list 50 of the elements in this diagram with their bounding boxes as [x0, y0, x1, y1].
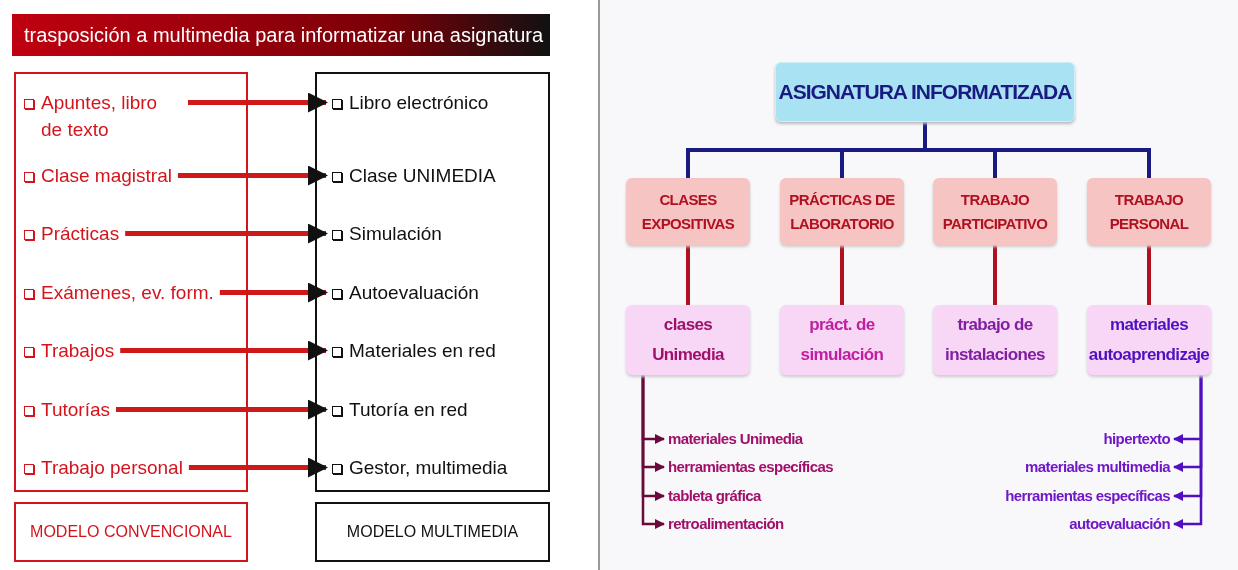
list-item-text: Simulación — [349, 222, 442, 246]
connector-line — [686, 245, 690, 305]
category-box: CLASES EXPOSITIVAS — [626, 178, 750, 245]
list-item-text: Exámenes, ev. form. — [41, 281, 214, 305]
category-box: TRABAJO PERSONAL — [1087, 178, 1211, 245]
list-item-text: Clase UNIMEDIA — [349, 164, 496, 188]
connector-line — [993, 245, 997, 305]
arrow — [188, 457, 328, 478]
connector-line — [923, 122, 1151, 178]
arrow — [641, 375, 665, 529]
subcategory-box: clases Unimedia — [626, 305, 750, 375]
arrow — [120, 340, 328, 361]
category-box: TRABAJO PARTICIPATIVO — [933, 178, 1057, 245]
arrow — [219, 282, 328, 303]
list-item-text: Libro electrónico — [349, 91, 489, 115]
list-item-text: Materiales en red — [349, 339, 496, 363]
list-item-text: Trabajos — [41, 339, 115, 363]
list-item: tableta gráfica — [668, 484, 761, 508]
category-box: PRÁCTICAS DE LABORATORIO — [780, 178, 904, 245]
list-item-text: Trabajo personal — [41, 456, 183, 480]
connector-line — [1147, 245, 1151, 305]
title-banner: trasposición a multimedia para informatizar una asignatura — [12, 14, 550, 56]
list-item: autoevaluación — [1069, 512, 1170, 536]
list-item-text: Gestor, multimedia — [349, 456, 508, 480]
list-frame — [315, 72, 550, 492]
list-item: herramientas específicas — [668, 455, 833, 479]
list-item-text: Autoevaluación — [349, 281, 479, 305]
list-item: retroalimentación — [668, 512, 784, 536]
list-frame — [14, 72, 248, 492]
list-item-text: Tutoría en red — [349, 398, 468, 422]
connector-line — [840, 245, 844, 305]
subcategory-box: trabajo de instalaciones — [933, 305, 1057, 375]
list-item-text: Clase magistral — [41, 164, 172, 188]
model-label-box: MODELO CONVENCIONAL — [14, 502, 248, 562]
arrow — [188, 92, 328, 113]
arrow — [1173, 375, 1203, 529]
model-label-box: MODELO MULTIMEDIA — [315, 502, 550, 562]
list-item: materiales multimedia — [1025, 455, 1170, 479]
list-item: herramientas específicas — [1005, 484, 1170, 508]
list-item: materiales Unimedia — [668, 427, 803, 451]
subcategory-box: materiales autoaprendizaje — [1087, 305, 1211, 375]
arrow — [125, 223, 328, 244]
subcategory-box: práct. de simulación — [780, 305, 904, 375]
arrow — [177, 165, 328, 186]
root-box: ASIGNATURA INFORMATIZADA — [775, 62, 1075, 122]
list-item-text: Tutorías — [41, 398, 110, 422]
arrow — [116, 399, 328, 420]
list-item-text: Apuntes, libro de texto — [41, 91, 159, 142]
list-item: hipertexto — [1103, 427, 1170, 451]
list-item-text: Prácticas — [41, 222, 120, 246]
